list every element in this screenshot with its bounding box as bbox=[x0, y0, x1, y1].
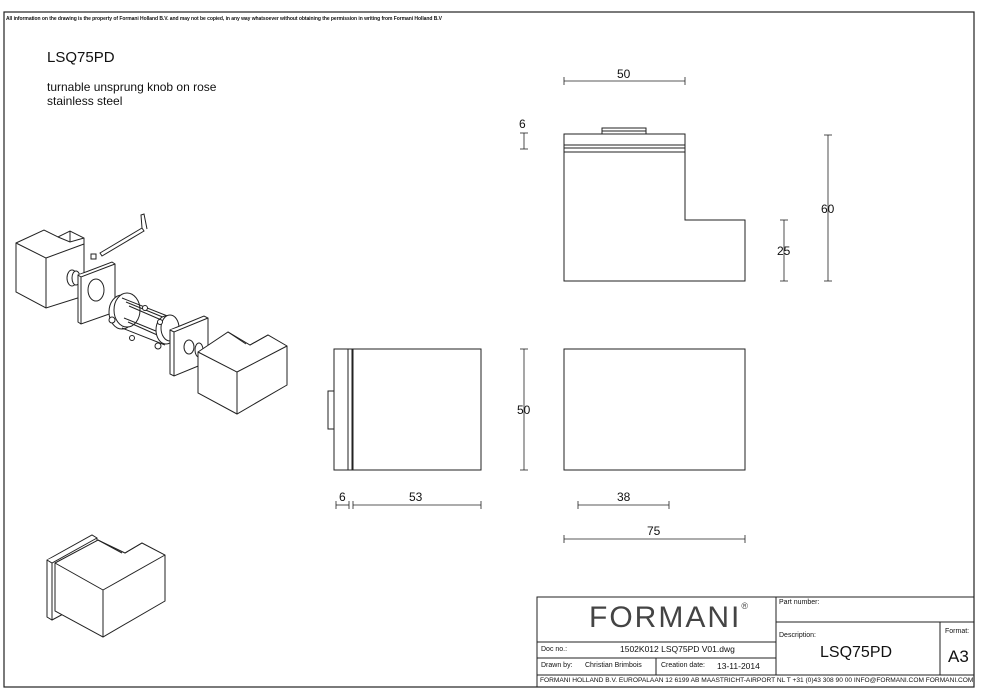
grub-screw bbox=[90, 253, 97, 260]
assembled-isometric-view bbox=[46, 534, 166, 638]
description-line-1: turnable unsprung knob on rose bbox=[47, 80, 217, 94]
creation-date-value: 13-11-2014 bbox=[717, 661, 760, 671]
format-label: Format: bbox=[945, 628, 970, 635]
side-elevation-view bbox=[563, 127, 746, 282]
company-footer: FORMANI HOLLAND B.V. EUROPALAAN 12 6199 … bbox=[540, 677, 974, 684]
exploded-isometric-view bbox=[15, 213, 288, 415]
allen-key bbox=[99, 213, 148, 257]
formani-logo: FORMANI® bbox=[589, 601, 750, 635]
dimension-lines bbox=[335, 77, 832, 543]
dim-overall-width: 75 bbox=[647, 524, 661, 538]
copyright-notice: All information on the drawing is the pr… bbox=[6, 16, 442, 22]
logo-text: FORMANI bbox=[589, 601, 742, 634]
right-knob-iso bbox=[194, 331, 288, 415]
dim-side-depth: 53 bbox=[409, 490, 423, 504]
drawn-by-label: Drawn by: bbox=[541, 662, 573, 669]
product-code: LSQ75PD bbox=[47, 49, 115, 66]
drawn-by-value: Christian Brimbois bbox=[585, 662, 642, 669]
title-block bbox=[536, 596, 975, 688]
description-line-2: stainless steel bbox=[47, 94, 123, 108]
dim-step-width: 38 bbox=[617, 490, 631, 504]
doc-no-label: Doc no.: bbox=[541, 646, 568, 653]
spindle-mechanism bbox=[108, 292, 180, 350]
creation-date-label: Creation date: bbox=[661, 662, 705, 669]
dim-side-rose-thickness: 6 bbox=[339, 490, 346, 504]
format-value: A3 bbox=[948, 647, 969, 666]
registered-mark: ® bbox=[741, 601, 750, 611]
dim-top-width: 50 bbox=[617, 67, 631, 81]
dim-rose-thickness: 6 bbox=[519, 117, 526, 131]
profile-view bbox=[327, 348, 482, 471]
left-knob-iso bbox=[15, 229, 85, 309]
doc-no-value: 1502K012 LSQ75PD V01.dwg bbox=[620, 644, 735, 654]
front-view bbox=[563, 348, 746, 471]
part-number-label: Part number: bbox=[779, 599, 820, 606]
description-label: Description: bbox=[779, 632, 816, 639]
product-description: turnable unsprung knob on rose stainless… bbox=[47, 80, 216, 108]
dim-step-height: 25 bbox=[777, 244, 791, 258]
dim-front-height: 50 bbox=[517, 403, 531, 417]
description-value: LSQ75PD bbox=[820, 644, 893, 661]
dim-overall-height: 60 bbox=[821, 202, 835, 216]
drawing-border bbox=[3, 11, 975, 688]
